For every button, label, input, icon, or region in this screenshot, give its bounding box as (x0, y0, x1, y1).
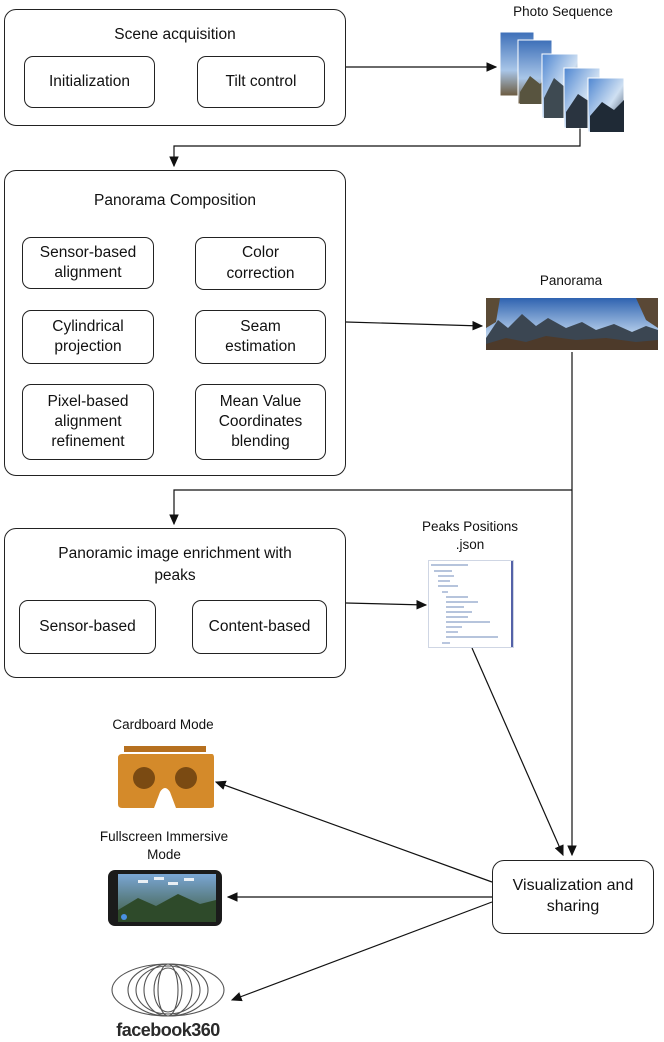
cardboard-mode-label: Cardboard Mode (112, 717, 214, 732)
mean-value-coordinates-blending-node: Mean Value Coordinates blending (195, 384, 326, 460)
visualization-and-sharing-node: Visualization and sharing (492, 860, 654, 934)
smartphone-icon (108, 870, 222, 926)
arrow-composition-to-panorama (345, 320, 484, 331)
sensor-based-node: Sensor-based (19, 600, 156, 654)
pixel-based-alignment-refinement-node: Pixel-based alignment refinement (22, 384, 154, 460)
arrow-enrichment-to-peaks (345, 599, 428, 610)
peaks-positions-label: Peaks Positions .json (421, 519, 519, 553)
panorama-label: Panorama (539, 273, 603, 288)
tilt-control-node: Tilt control (197, 56, 325, 108)
color-correction-node: Color correction (195, 237, 326, 290)
photo-sequence-label: Photo Sequence (513, 4, 613, 19)
initialization-node: Initialization (24, 56, 155, 108)
content-based-node: Content-based (192, 600, 327, 654)
scene-acquisition-title: Scene acquisition (114, 26, 236, 43)
seam-estimation-node: Seam estimation (195, 310, 326, 364)
sensor-based-alignment-node: Sensor-based alignment (22, 237, 154, 289)
arrow-peaks-to-visualization (471, 647, 564, 857)
arrow-panorama-to-enrichment (169, 489, 572, 526)
cylindrical-projection-node: Cylindrical projection (22, 310, 154, 364)
panorama-composition-title: Panorama Composition (94, 192, 256, 209)
arrow-photos-to-composition (169, 128, 581, 168)
json-file-thumbnail (428, 560, 514, 648)
cardboard-viewer-icon (118, 746, 214, 808)
photo-sequence-image (499, 32, 625, 132)
facebook360-wordmark: facebook360 (116, 1020, 220, 1040)
arrow-to-facebook360 (230, 901, 493, 1002)
enrichment-title: Panoramic image enrichment with peaks (58, 545, 292, 584)
facebook360-rings-icon (111, 963, 225, 1017)
panorama-image (486, 298, 658, 350)
fullscreen-immersive-mode-label: Fullscreen Immersive Mode (99, 829, 229, 863)
arrow-to-cardboard (214, 780, 493, 883)
